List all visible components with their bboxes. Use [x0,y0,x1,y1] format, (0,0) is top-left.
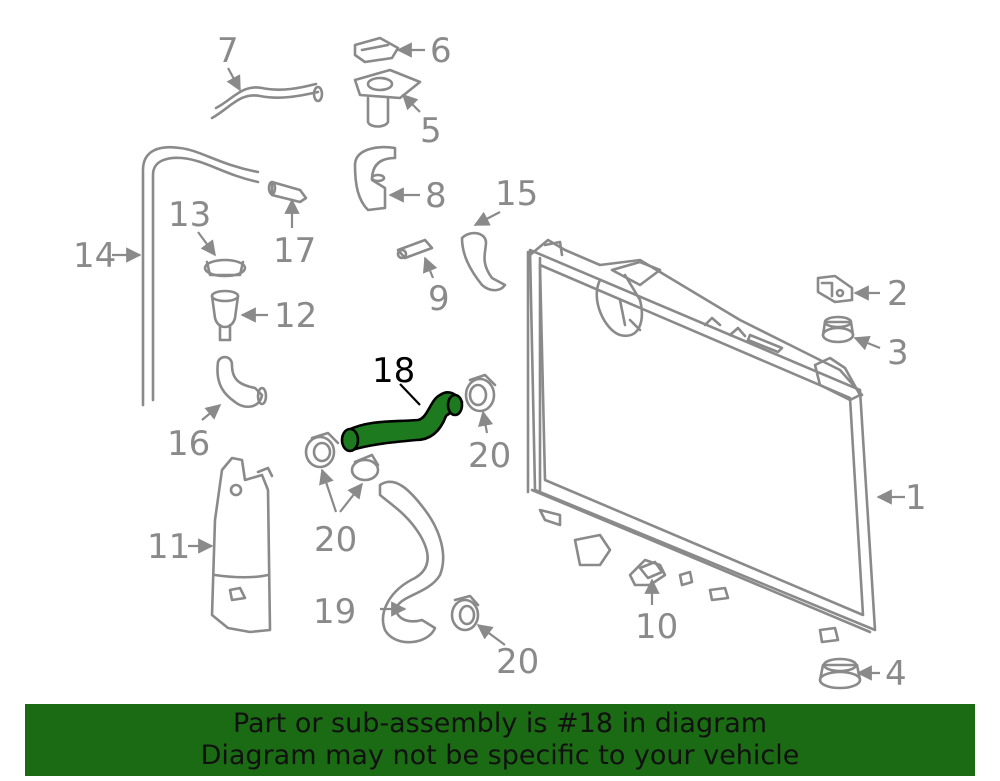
callout-20-bottom: 20 [496,642,539,682]
elbow-part-8 [353,145,397,212]
callout-10: 10 [635,607,678,647]
connector-part-9 [396,238,434,260]
callout-6: 6 [430,31,452,71]
connector-part-17 [267,180,308,204]
callout-1: 1 [905,478,927,518]
callout-15: 15 [495,174,538,214]
hose-part-16 [216,355,268,409]
reservoir-part-11 [210,456,274,634]
hose-part-15 [460,231,507,292]
callout-17: 17 [273,231,316,271]
callout-3: 3 [887,333,909,373]
drain-plug-part-10 [638,560,664,580]
lower-hose-part-19 [378,480,445,644]
callout-20-left: 20 [314,520,357,560]
clamp-part-20-c [350,453,380,482]
callout-labels: 1 2 3 4 5 6 7 8 9 10 11 12 13 14 15 16 1… [73,31,927,694]
callout-2: 2 [887,274,909,314]
info-banner: Part or sub-assembly is #18 in diagram D… [25,704,975,776]
callout-20-right: 20 [468,436,511,476]
banner-line-1: Part or sub-assembly is #18 in diagram [232,708,768,739]
callout-12: 12 [274,296,317,336]
banner-line-2: Diagram may not be specific to your vehi… [200,740,800,771]
callout-5: 5 [420,111,442,151]
callout-13: 13 [168,195,211,235]
radiator-part-1 [526,238,877,644]
callout-14: 14 [73,236,116,276]
filler-part-12 [210,289,240,342]
clamp-part-13 [203,258,247,278]
hose-part-7 [210,82,324,120]
parts-diagram: 1 2 3 4 5 6 7 8 9 10 11 12 13 14 15 16 1… [73,31,927,694]
callout-18: 18 [372,351,415,391]
clamp-part-20-a [464,373,497,413]
callout-9: 9 [428,279,450,319]
callout-19: 19 [313,592,356,632]
upper-hose-part-18 [340,391,464,453]
bracket-part-2 [816,274,854,304]
cushion-part-4 [818,657,862,690]
leader-lines [112,42,905,681]
clamp-part-20-b [304,431,340,469]
callout-7: 7 [217,31,239,71]
callout-8: 8 [425,176,447,216]
radiator-cap-part-6 [353,36,400,64]
callout-4: 4 [885,654,907,694]
clamp-part-20-d [450,594,480,632]
cushion-part-3 [821,315,855,344]
callout-16: 16 [167,424,210,464]
callout-11: 11 [147,527,190,567]
filler-neck-part-5 [353,68,422,128]
hose-part-14 [141,145,260,407]
